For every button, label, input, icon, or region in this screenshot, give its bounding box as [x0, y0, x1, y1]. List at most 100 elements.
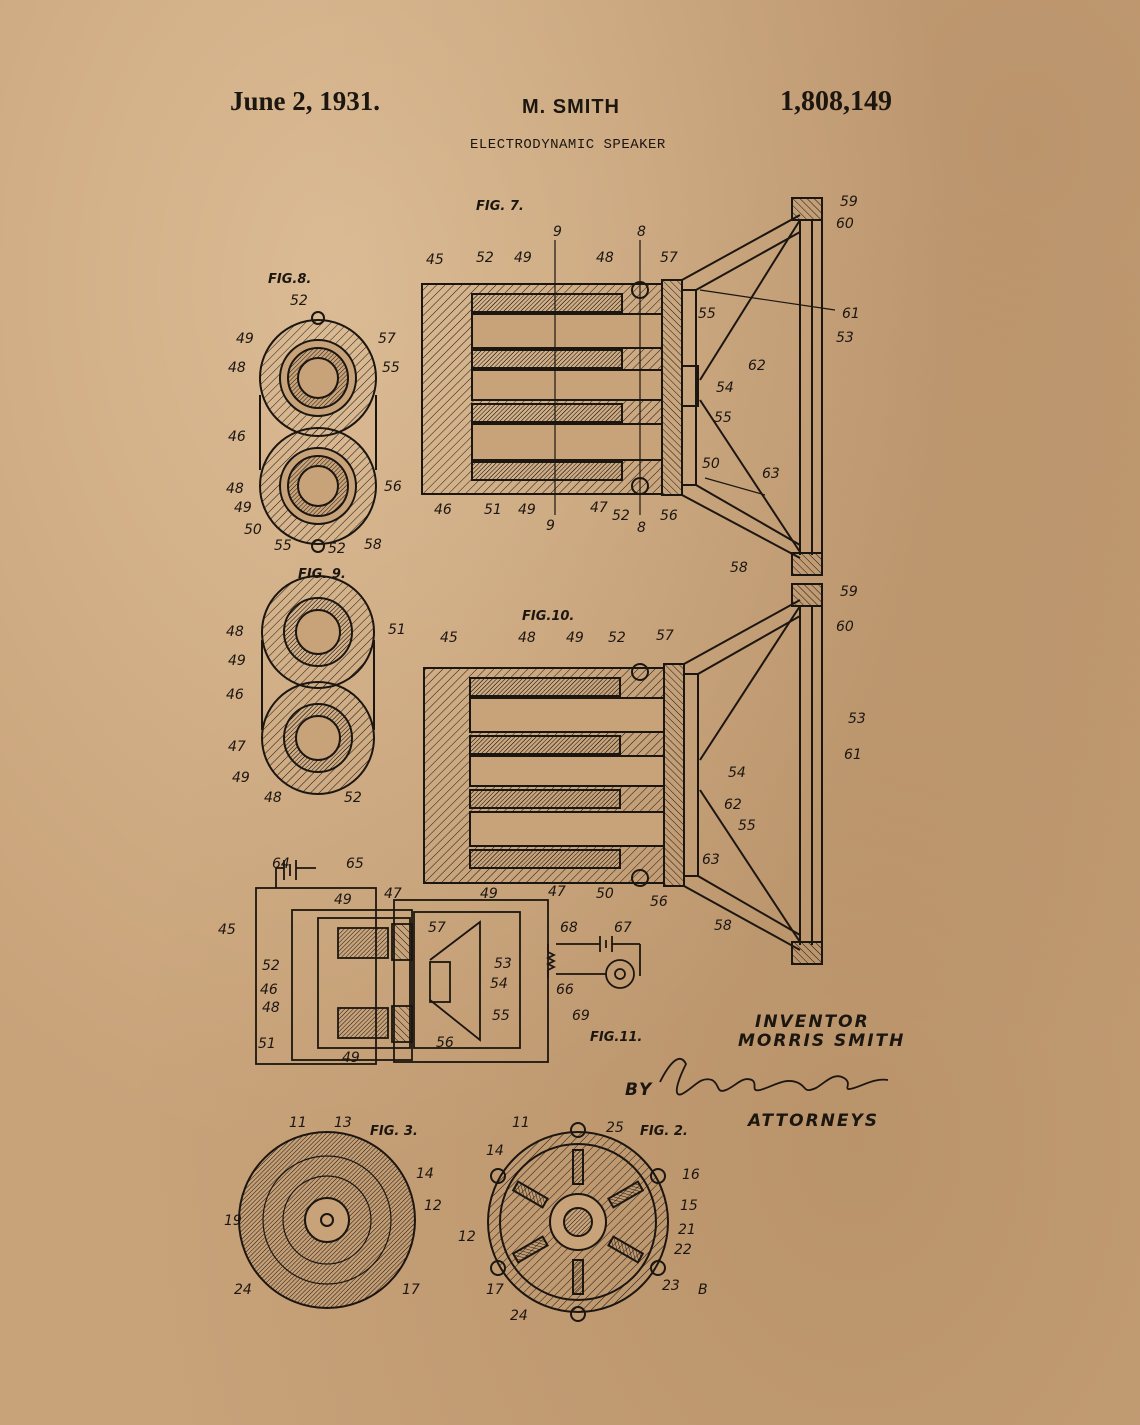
fig2-ref-numeral: 12 [458, 1229, 476, 1245]
fig9-ref-numeral: 48 [264, 790, 282, 806]
fig11-ref-numeral: 68 [560, 920, 578, 936]
inventor-short-name: M. SMITH [522, 96, 620, 118]
fig11-ref-numeral: 51 [258, 1036, 276, 1052]
fig8-drawing [259, 311, 377, 553]
fig7-ref-numeral: 61 [842, 306, 860, 322]
fig8-title: FIG.8. [268, 272, 311, 287]
fig7-ref-numeral: 57 [660, 250, 678, 266]
fig7-ref-numeral: 55 [714, 410, 732, 426]
fig3-ref-numeral: 13 [334, 1115, 352, 1131]
patent-date: June 2, 1931. [230, 86, 381, 116]
attorneys-label: ATTORNEYS [746, 1111, 879, 1131]
fig10-ref-numeral: 50 [596, 886, 614, 902]
fig11-ref-numeral: 64 [272, 856, 290, 872]
fig11-ref-numeral: 49 [334, 892, 352, 908]
fig7-ref-numeral: 54 [716, 380, 734, 396]
fig2-ref-numeral: 22 [674, 1242, 692, 1258]
fig8-ref-numeral: 55 [274, 538, 292, 554]
fig8-ref-numeral: 52 [290, 293, 308, 309]
fig7-ref-numeral: 52 [476, 250, 494, 266]
fig10-ref-numeral: 52 [608, 630, 626, 646]
fig10-ref-numeral: 53 [848, 711, 866, 727]
fig7-ref-numeral: 52 [612, 508, 630, 524]
fig11-ref-numeral: 66 [556, 982, 574, 998]
fig10-ref-numeral: 57 [656, 628, 674, 644]
inventor-name: MORRIS SMITH [738, 1031, 905, 1051]
inventor-label: INVENTOR [755, 1012, 870, 1032]
fig8-ref-numeral: 52 [328, 541, 346, 557]
patent-number: 1,808,149 [780, 86, 892, 117]
fig3-ref-numeral: 19 [224, 1213, 242, 1229]
fig7-drawing [421, 197, 836, 576]
fig7-ref-numeral: 55 [698, 306, 716, 322]
fig7-ref-numeral: 63 [762, 466, 780, 482]
attorneys-signature [659, 1058, 889, 1096]
fig10-drawing [423, 583, 823, 965]
fig3-ref-numeral: 17 [402, 1282, 420, 1298]
fig2-ref-numeral: 23 [662, 1278, 680, 1294]
fig8-ref-numeral: 49 [236, 331, 254, 347]
fig11-ref-numeral: 69 [572, 1008, 590, 1024]
fig8-ref-numeral: 58 [364, 537, 382, 553]
fig9-ref-numeral: 52 [344, 790, 362, 806]
fig2-ref-numeral: 24 [510, 1308, 528, 1324]
fig11-ref-numeral: 48 [262, 1000, 280, 1016]
fig8-ref-numeral: 48 [226, 481, 244, 497]
fig10-ref-numeral: 45 [440, 630, 458, 646]
fig2-drawing [487, 1122, 669, 1322]
fig10-ref-numeral: 63 [702, 852, 720, 868]
fig10-ref-numeral: 49 [480, 886, 498, 902]
fig10-ref-numeral: 54 [728, 765, 746, 781]
fig2-ref-numeral: 16 [682, 1167, 700, 1183]
fig9-ref-numeral: 47 [228, 739, 246, 755]
fig11-drawing [255, 860, 641, 1065]
fig10-ref-numeral: 56 [650, 894, 668, 910]
fig11-ref-numeral: 65 [346, 856, 364, 872]
fig8-ref-numeral: 55 [382, 360, 400, 376]
fig10-ref-numeral: 58 [714, 918, 732, 934]
fig2-ref-numeral: 11 [512, 1115, 530, 1131]
fig9-ref-numeral: 49 [232, 770, 250, 786]
fig9-drawing [261, 575, 375, 795]
fig10-ref-numeral: 48 [518, 630, 536, 646]
fig3-ref-numeral: 14 [416, 1166, 434, 1182]
fig9-ref-numeral: 49 [228, 653, 246, 669]
fig7-ref-numeral: 53 [836, 330, 854, 346]
fig7-title: FIG. 7. [476, 199, 524, 214]
fig9-ref-numeral: 46 [226, 687, 244, 703]
fig10-ref-numeral: 61 [844, 747, 862, 763]
fig8-ref-numeral: 48 [228, 360, 246, 376]
fig11-ref-numeral: 52 [262, 958, 280, 974]
fig2-ref-numeral: 25 [606, 1120, 624, 1136]
fig11-ref-numeral: 53 [494, 956, 512, 972]
fig2-ref-numeral: 15 [680, 1198, 698, 1214]
fig10-ref-numeral: 62 [724, 797, 742, 813]
fig3-title: FIG. 3. [370, 1124, 418, 1139]
fig7-ref-numeral: 9 [553, 224, 562, 240]
fig10-title: FIG.10. [522, 609, 574, 624]
reference-numerals: 45 52 49 48 9 8 57 55 62 54 55 50 63 59 60 61 53 46 51 49 9 4… [218, 194, 866, 1324]
fig11-ref-numeral: 47 [384, 886, 402, 902]
fig7-ref-numeral: 47 [590, 500, 608, 516]
fig9-ref-numeral: 51 [388, 622, 406, 638]
fig8-ref-numeral: 57 [378, 331, 396, 347]
fig7-ref-numeral: 8 [637, 520, 646, 536]
fig11-ref-numeral: 55 [492, 1008, 510, 1024]
fig11-ref-numeral: 54 [490, 976, 508, 992]
fig2-ref-numeral: 21 [678, 1222, 696, 1238]
fig8-ref-numeral: 50 [244, 522, 262, 538]
fig7-ref-numeral: 8 [637, 224, 646, 240]
fig3-ref-numeral: 12 [424, 1198, 442, 1214]
fig7-ref-numeral: 60 [836, 216, 854, 232]
fig10-ref-numeral: 49 [566, 630, 584, 646]
fig7-ref-numeral: 59 [840, 194, 858, 210]
fig7-ref-numeral: 49 [514, 250, 532, 266]
fig7-ref-numeral: 46 [434, 502, 452, 518]
fig7-ref-numeral: 9 [546, 518, 555, 534]
fig10-ref-numeral: 55 [738, 818, 756, 834]
fig8-ref-numeral: 46 [228, 429, 246, 445]
fig9-title: FIG. 9. [298, 567, 346, 582]
fig11-ref-numeral: 67 [614, 920, 632, 936]
